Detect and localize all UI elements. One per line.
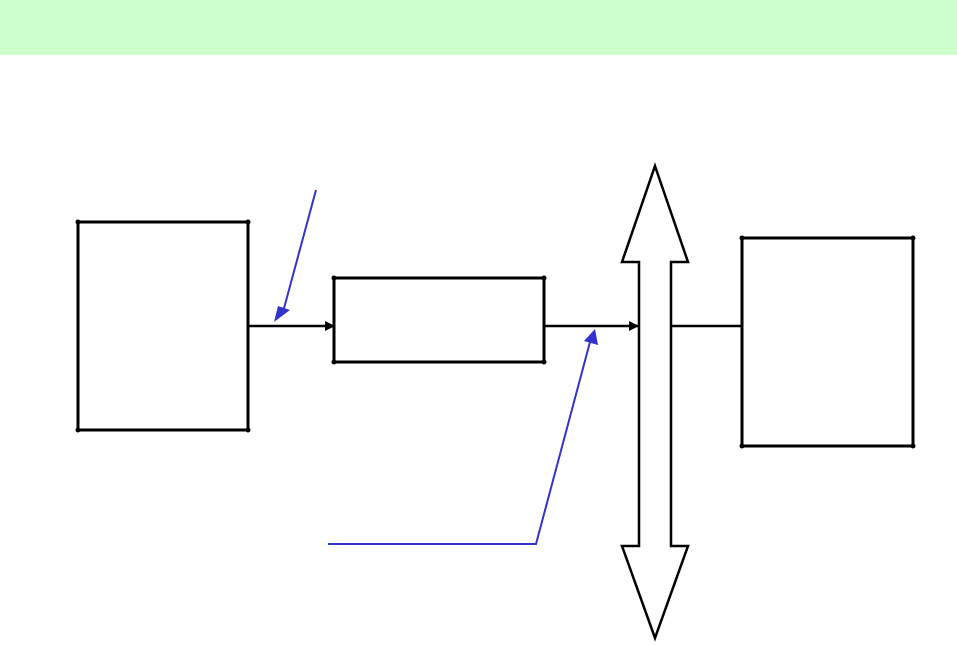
middle-block xyxy=(332,276,546,364)
left-block xyxy=(76,220,250,432)
annotation-leader-bottom-head xyxy=(584,329,598,345)
right-block xyxy=(740,236,915,448)
annotation-pointer-top xyxy=(282,189,317,313)
bus-double-arrow-icon xyxy=(620,162,690,642)
annotation-leader-bottom xyxy=(328,341,591,545)
corner-dots xyxy=(75,219,916,449)
title-band xyxy=(0,0,957,55)
annotation-pointer-top-head xyxy=(274,306,290,322)
